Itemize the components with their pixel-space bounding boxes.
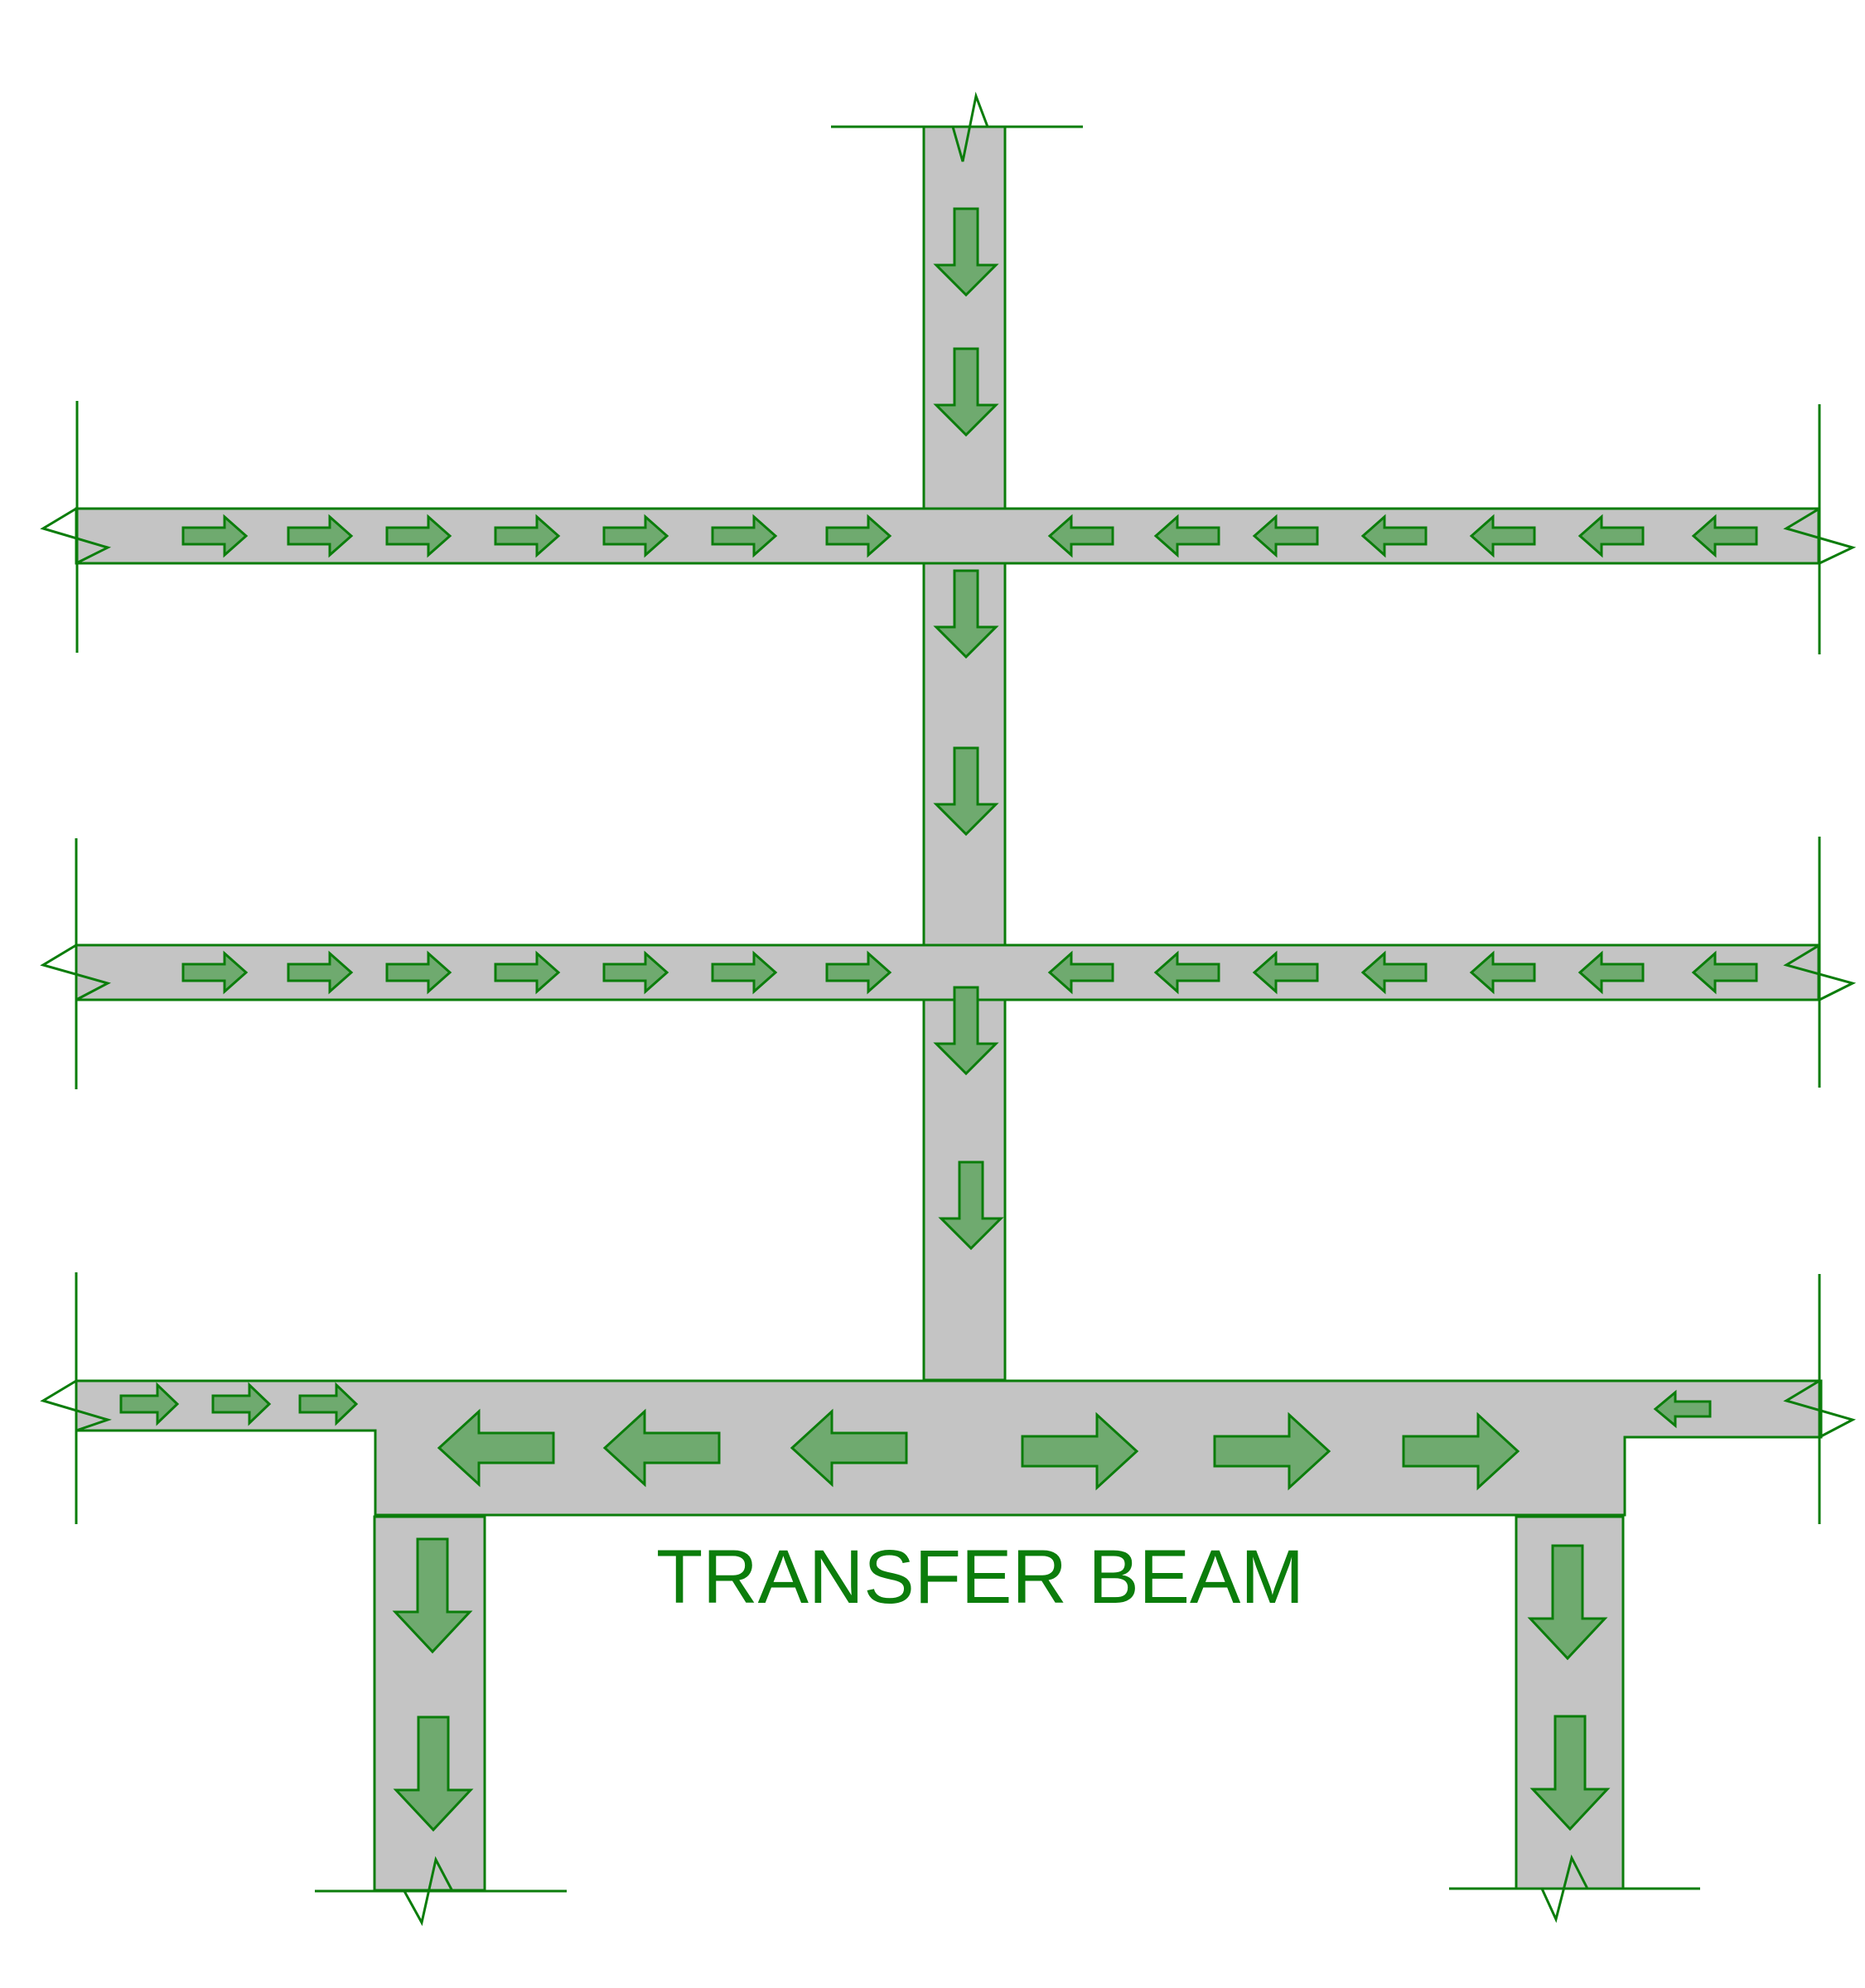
column-arrow <box>933 986 999 1076</box>
column-arrow <box>938 1160 1004 1251</box>
slab-arrow-left <box>1047 950 1114 995</box>
slab-arrow-right <box>181 950 249 995</box>
support-arrow <box>1527 1544 1608 1661</box>
break-symbol-right-2 <box>1783 943 1857 1001</box>
slab-arrow-left <box>1153 514 1220 558</box>
slab-arrow-left <box>1469 950 1536 995</box>
slab-arrow-right <box>119 1382 180 1426</box>
transfer-beam <box>75 1379 1823 1517</box>
slab-arrow-right <box>825 950 892 995</box>
slab-end-ticks <box>75 401 1821 1524</box>
slab-arrow-right <box>385 950 452 995</box>
slab-arrow-left <box>1469 514 1536 558</box>
support-arrow <box>392 1537 473 1654</box>
break-symbol-right-3 <box>1783 1379 1857 1439</box>
slab-arrow-right <box>711 950 778 995</box>
beam-arrow-right <box>1021 1411 1139 1491</box>
load-arrows <box>119 207 1758 1832</box>
slab-arrow-right <box>287 514 354 558</box>
slab-arrow-right <box>825 514 892 558</box>
slab-arrow-right <box>385 514 452 558</box>
column-arrow <box>933 569 999 659</box>
slab-arrow-left <box>1360 950 1428 995</box>
break-symbol-left-1 <box>40 507 112 565</box>
column-arrow <box>933 347 999 437</box>
slab-arrow-left <box>1153 950 1220 995</box>
slab-arrow-right <box>602 950 669 995</box>
slab-arrow-left <box>1578 514 1645 558</box>
beam-arrow-right <box>1402 1411 1520 1491</box>
support-arrow <box>393 1715 474 1832</box>
break-symbol-left-3 <box>40 1379 112 1432</box>
transfer-beam-label: TRANSFER BEAM <box>656 1535 1304 1619</box>
beam-arrow-left <box>602 1408 721 1488</box>
slab-arrow-right <box>494 514 561 558</box>
slab-arrow-left <box>1578 950 1645 995</box>
support-arrow <box>1529 1715 1611 1831</box>
break-symbol-bottom-left <box>403 1855 454 1927</box>
column-arrow <box>933 746 999 837</box>
beam-arrow-left <box>790 1408 908 1488</box>
slab-arrow-right <box>298 1382 359 1426</box>
slab-arrow-left <box>1047 514 1114 558</box>
beam-arrow-left <box>437 1408 555 1488</box>
slab-arrow-right <box>602 514 669 558</box>
slab-arrow-right <box>711 514 778 558</box>
slab-arrow-right <box>211 1382 272 1426</box>
break-symbol-left-2 <box>40 943 112 1001</box>
slab-arrow-left <box>1252 514 1319 558</box>
column-arrow <box>933 207 999 297</box>
slab-arrow-left <box>1653 1389 1712 1429</box>
break-symbol-top <box>951 91 989 162</box>
slab-arrow-left <box>1360 514 1428 558</box>
slab-arrow-right <box>287 950 354 995</box>
slab-arrow-left <box>1691 514 1758 558</box>
slab-arrow-right <box>494 950 561 995</box>
break-lines <box>40 91 1857 1927</box>
beam-arrow-right <box>1213 1411 1331 1491</box>
slab-arrow-left <box>1691 950 1758 995</box>
break-symbol-bottom-right <box>1540 1854 1589 1923</box>
slab-arrow-right <box>181 514 249 558</box>
slab-arrow-left <box>1252 950 1319 995</box>
break-symbol-right-1 <box>1783 507 1857 565</box>
